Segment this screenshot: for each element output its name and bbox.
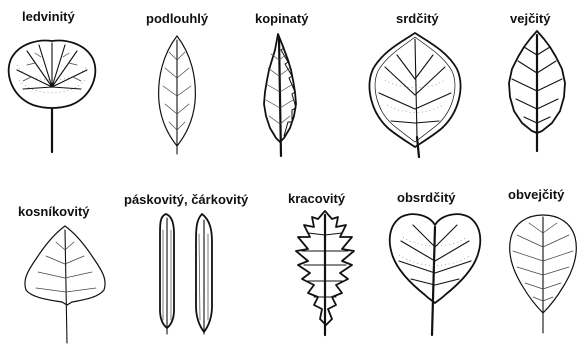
- label-ledvinity: ledvinitý: [22, 9, 75, 24]
- label-srdcity: srdčitý: [396, 11, 439, 26]
- leaf-podlouhly-icon: [147, 30, 207, 155]
- leaf-paskovity-icon: [150, 210, 222, 335]
- label-podlouhly: podlouhlý: [146, 11, 208, 26]
- leaf-obvejcity-icon: [505, 207, 580, 337]
- leaf-kracovity-icon: [290, 207, 360, 337]
- label-kracovity: kracovitý: [288, 191, 345, 206]
- leaf-srdcity-icon: [365, 25, 465, 160]
- leaf-kosnikovity-icon: [20, 220, 110, 345]
- label-vejcity: vejčitý: [510, 11, 550, 26]
- label-obsrdcity: obsrdčitý: [397, 190, 456, 205]
- leaf-kopinaty-icon: [250, 30, 310, 160]
- leaf-obsrdcity-icon: [385, 207, 485, 337]
- leaf-ledvinity-icon: [5, 25, 100, 155]
- leaf-vejcity-icon: [502, 25, 572, 155]
- label-paskovity: páskovitý, čárkovitý: [124, 192, 248, 207]
- label-kopinaty: kopinatý: [255, 11, 308, 26]
- label-kosnikovity: kosníkovitý: [18, 204, 90, 219]
- label-obvejcity: obvejčitý: [508, 187, 564, 202]
